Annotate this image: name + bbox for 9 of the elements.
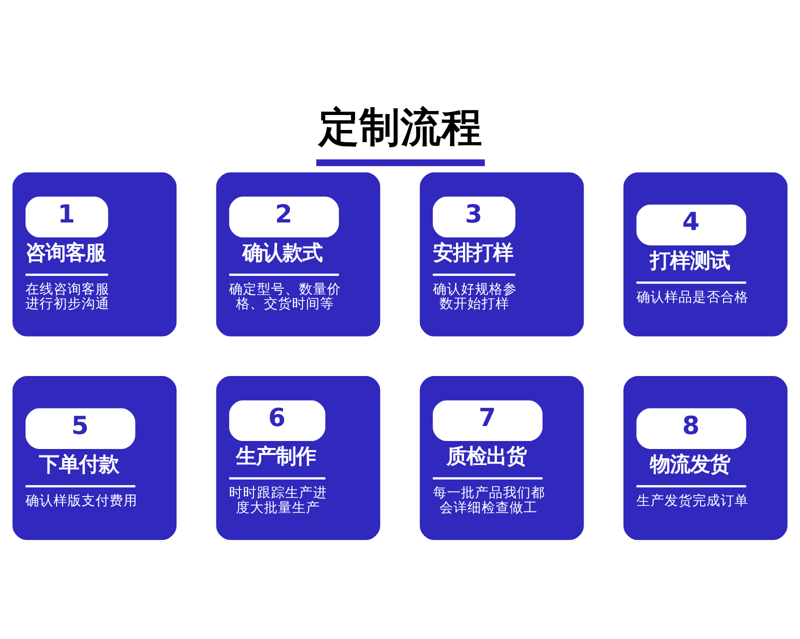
diagram-title: 定制流程 (318, 102, 483, 151)
node-box: 2 确认款式 确定型号、数量价格、交货时间等 (216, 172, 380, 336)
node-box: 3 安排打样 确认好规格参数开始打样 (420, 172, 584, 336)
node-box: 8 物流发货 生产发货完成订单 (623, 376, 788, 540)
node-box: 7 质检出货 每一批产品我们都会详细检查做工 (420, 376, 584, 540)
node-box: 1 咨询客服 在线咨询客服进行初步沟通 (12, 172, 177, 336)
node-box: 6 生产制作 时时跟踪生产进度大批量生产 (216, 376, 380, 540)
node-box: 5 下单付款 确认样版支付费用 (12, 376, 177, 540)
node-box: 4 打样测试 确认样品是否合格 (623, 172, 788, 336)
